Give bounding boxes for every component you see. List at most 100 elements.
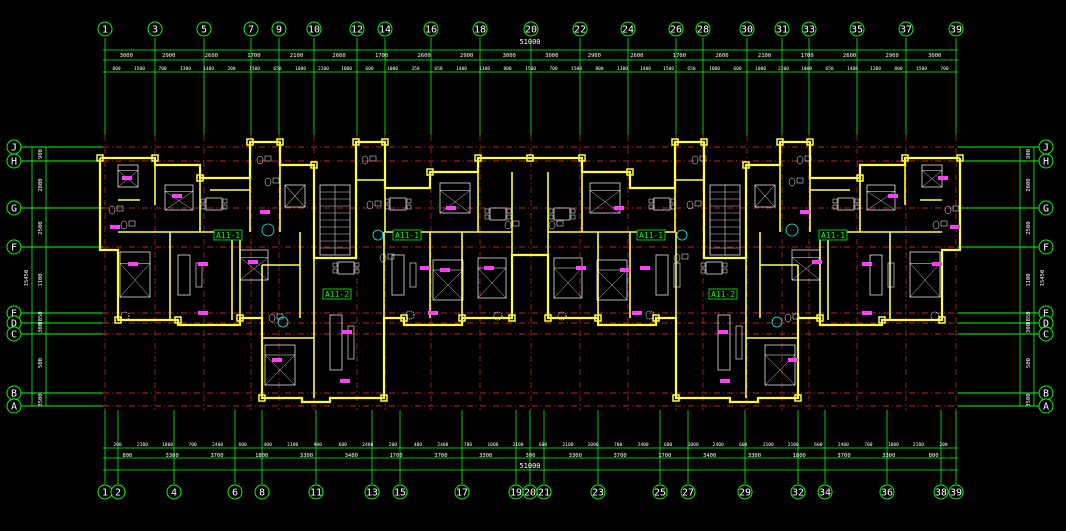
top-dim-text-fine: 1300	[617, 66, 628, 72]
axis-bubble-top: 26	[668, 21, 684, 37]
room-name-tag	[932, 262, 942, 266]
top-dim-text: 3000	[545, 53, 558, 59]
washbasin	[276, 313, 284, 320]
axis-bubble-right-label: D	[1043, 319, 1049, 330]
dining-chair	[384, 198, 390, 204]
unit-label-text: A11-1	[821, 231, 845, 240]
bottom-dim-text-fine: 400	[264, 442, 273, 448]
axis-bubble-right: G	[1038, 200, 1054, 216]
axis-bubble-right: B	[1038, 385, 1054, 401]
axis-bubble-bottom: 4	[166, 484, 182, 500]
axis-bubble-bottom: 36	[879, 484, 895, 500]
axis-bubble-top-circle	[668, 21, 684, 37]
dining-chair	[854, 198, 860, 204]
bottom-dim-text: 1800	[793, 453, 806, 459]
axis-bubble-bottom-label: 32	[792, 488, 804, 499]
bottom-dim-text: 3300	[166, 453, 179, 459]
washbasin	[116, 205, 124, 212]
bed	[477, 257, 507, 299]
axis-bubble-top: 30	[739, 21, 755, 37]
axis-bubble-top-label: 14	[379, 25, 391, 36]
bathroom-fixtures	[366, 200, 382, 210]
coffee-table	[673, 262, 681, 288]
axis-bubble-right-label: G	[1043, 204, 1049, 215]
toilet	[366, 200, 374, 210]
top-dim-text-fine: 600	[365, 66, 374, 72]
top-dim-text: 1700	[673, 53, 686, 59]
bed-sheet-diag	[921, 170, 943, 188]
axis-bubble-top-label: 3	[152, 25, 158, 36]
toilet	[268, 313, 276, 323]
axis-bubble-top-label: 35	[851, 25, 863, 36]
structural-column	[544, 314, 552, 322]
structural-column	[381, 138, 389, 146]
bottom-dim-text-fine: 200	[939, 442, 948, 448]
bottom-dim-text-fine: 1000	[162, 442, 173, 448]
unit-label-text: A11-2	[325, 290, 349, 299]
room-name-tag	[812, 260, 822, 264]
axis-bubble-bottom: 20	[522, 484, 538, 500]
room-name-tag	[110, 225, 120, 229]
axis-bubble-bottom-circle	[948, 484, 964, 500]
sofa-set	[655, 254, 681, 296]
axis-bubble-top-label: 12	[351, 25, 363, 36]
room-name-tag	[128, 262, 138, 266]
coffee-table	[887, 262, 895, 288]
axis-bubble-top-circle	[774, 21, 790, 37]
washbasin	[374, 200, 382, 207]
structural-column	[806, 138, 814, 146]
top-dim-text-fine: 1300	[479, 66, 490, 72]
axis-bubble-left-circle	[6, 326, 22, 342]
axis-bubble-left: F	[6, 239, 22, 255]
dining-set	[484, 207, 512, 221]
dining-chair	[648, 204, 654, 210]
bathroom-fixtures	[268, 313, 284, 323]
room-name-tag	[788, 358, 798, 362]
bottom-dim-text-fine: 200	[389, 442, 398, 448]
unit-label: A11-1	[636, 229, 666, 241]
bottom-dim-text-fine: 2100	[763, 442, 774, 448]
unit-label-text: A11-1	[639, 231, 663, 240]
bottom-dim-text-fine: 1000	[888, 442, 899, 448]
dining-chair	[700, 262, 706, 268]
bottom-dim-text-fine: 200	[113, 442, 122, 448]
dining-chair	[854, 204, 860, 210]
structural-column	[816, 314, 824, 322]
unit-label-box	[708, 288, 738, 300]
room-name-tag	[576, 266, 586, 270]
axis-bubble-bottom-label: 20	[524, 488, 536, 499]
dining-chair	[354, 262, 360, 268]
axis-bubble-bottom: 11	[308, 484, 324, 500]
structural-column	[258, 394, 266, 402]
axis-bubble-left: J	[6, 139, 22, 155]
wall-outlines	[96, 138, 964, 404]
structural-column	[508, 314, 516, 322]
axis-bubble-left: C	[6, 326, 22, 342]
top-dim-text: 2600	[332, 53, 345, 59]
dining-chair	[484, 214, 490, 220]
structural-column	[794, 394, 802, 402]
plant	[645, 310, 655, 320]
structural-column	[901, 154, 909, 162]
axis-bubble-top-label: 22	[574, 25, 586, 36]
toilet	[691, 155, 699, 165]
axis-bubble-top: 28	[695, 21, 711, 37]
top-dim-text: 3000	[503, 53, 516, 59]
top-dim-text-fine: 350	[411, 66, 420, 72]
unit-label-text: A11-2	[711, 290, 735, 299]
structural-column	[380, 394, 388, 402]
axis-bubble-left: B	[6, 385, 22, 401]
axis-bubble-right: H	[1038, 153, 1054, 169]
bathroom-fixtures	[504, 220, 520, 230]
bed	[909, 251, 941, 298]
axis-bubble-bottom: 29	[737, 484, 753, 500]
bottom-dim-text-fine: 2400	[362, 442, 373, 448]
left-total-dim: 15450	[24, 270, 30, 287]
left-dim-text: 2500	[38, 221, 44, 234]
bed-frame	[596, 259, 628, 301]
coffee-table	[409, 262, 417, 288]
dining-table	[337, 261, 355, 275]
toilet	[256, 155, 264, 165]
bottom-dim-text: 3400	[345, 453, 358, 459]
